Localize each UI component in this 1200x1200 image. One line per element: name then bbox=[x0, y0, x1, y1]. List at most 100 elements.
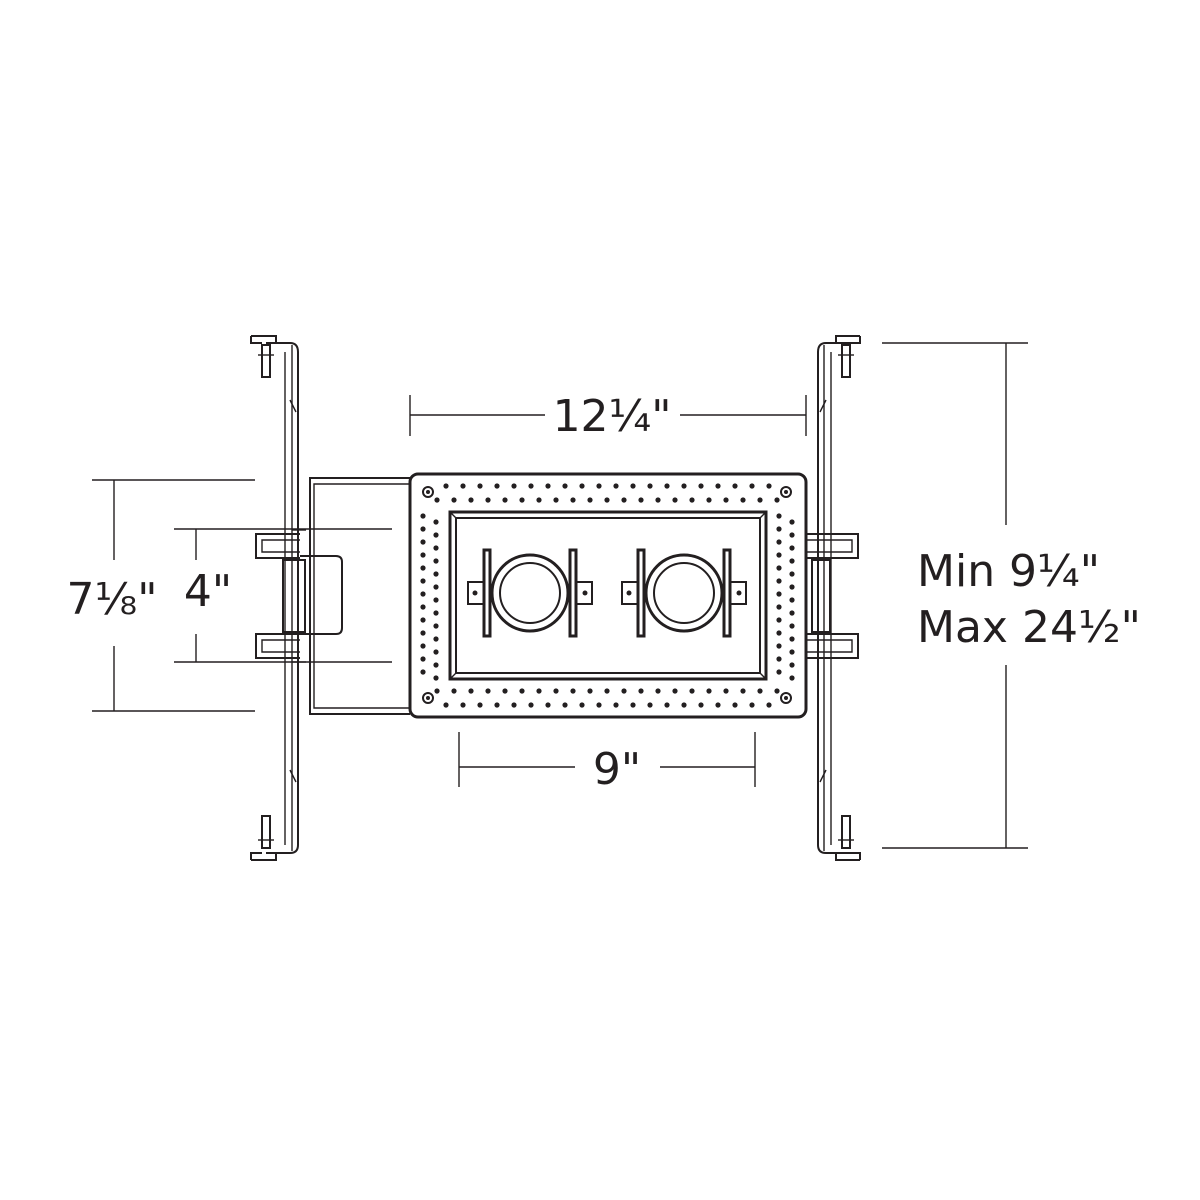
perforation-dot bbox=[647, 702, 653, 708]
perforation-dot bbox=[460, 483, 466, 489]
perforation-dot bbox=[655, 688, 661, 694]
right-top-clip-icon bbox=[835, 335, 861, 378]
inner-height-label: 4" bbox=[184, 566, 232, 617]
perforation-dot bbox=[494, 702, 500, 708]
lamp-module-right bbox=[621, 548, 747, 638]
right-spring-clip bbox=[811, 559, 831, 633]
perforation-dot bbox=[740, 688, 746, 694]
left-top-clip-icon bbox=[250, 335, 277, 378]
perforation-dot bbox=[789, 519, 795, 525]
perforation-dot bbox=[774, 497, 780, 503]
perforation-dot bbox=[420, 552, 426, 558]
perforation-dot bbox=[477, 483, 483, 489]
perforation-dot bbox=[587, 497, 593, 503]
perforation-dot bbox=[613, 702, 619, 708]
perforation-dot bbox=[689, 688, 695, 694]
perforation-dot bbox=[789, 662, 795, 668]
perforation-dot bbox=[420, 643, 426, 649]
left-hanger-bar bbox=[266, 342, 299, 854]
perforation-dot bbox=[638, 688, 644, 694]
perforation-dot bbox=[776, 604, 782, 610]
right-lower-bracket bbox=[806, 633, 859, 659]
perforation-dot bbox=[579, 702, 585, 708]
perforation-dot bbox=[468, 688, 474, 694]
perforation-dot bbox=[740, 497, 746, 503]
perforation-dot bbox=[672, 497, 678, 503]
perforation-dot bbox=[689, 497, 695, 503]
perforation-dot bbox=[715, 483, 721, 489]
perforation-dot bbox=[528, 702, 534, 708]
perforation-dot bbox=[776, 591, 782, 597]
perforation-dot bbox=[519, 688, 525, 694]
perforation-dot bbox=[776, 643, 782, 649]
right-upper-bracket bbox=[806, 533, 859, 559]
perforation-dot bbox=[698, 483, 704, 489]
left-upper-bracket bbox=[255, 529, 306, 559]
perforation-dot bbox=[433, 610, 439, 616]
outer-height-label: 7⅛" bbox=[67, 574, 158, 625]
right-bottom-clip-icon bbox=[835, 815, 861, 861]
inner-width-dimension: 9" bbox=[458, 732, 756, 795]
perforation-dot bbox=[621, 688, 627, 694]
perforation-dot bbox=[511, 483, 517, 489]
perforation-dot bbox=[757, 497, 763, 503]
perforation-dot bbox=[664, 483, 670, 489]
lamp-module-left bbox=[467, 548, 593, 638]
perforation-dot bbox=[789, 636, 795, 642]
perforation-dot bbox=[776, 617, 782, 623]
perforation-dot bbox=[789, 584, 795, 590]
width-dimension: 12¼" bbox=[409, 391, 807, 442]
perforation-dot bbox=[789, 532, 795, 538]
perforation-dot bbox=[502, 688, 508, 694]
perforation-dot bbox=[433, 545, 439, 551]
perforation-dot bbox=[776, 630, 782, 636]
perforation-dot bbox=[433, 649, 439, 655]
inner-height-dimension: 4" bbox=[174, 528, 392, 663]
perforation-dot bbox=[443, 483, 449, 489]
perforation-dot bbox=[613, 483, 619, 489]
perforation-dot bbox=[485, 688, 491, 694]
perforation-dots bbox=[420, 483, 795, 708]
perforation-dot bbox=[433, 558, 439, 564]
perforation-dot bbox=[536, 688, 542, 694]
perforation-dot bbox=[776, 565, 782, 571]
perforation-dot bbox=[604, 688, 610, 694]
perforation-dot bbox=[604, 497, 610, 503]
perforation-dot bbox=[511, 702, 517, 708]
perforation-dot bbox=[433, 636, 439, 642]
perforation-dot bbox=[451, 497, 457, 503]
corner-screws bbox=[422, 486, 792, 704]
perforation-dot bbox=[433, 597, 439, 603]
perforation-dot bbox=[672, 688, 678, 694]
right-hanger-bar bbox=[817, 342, 850, 854]
perforation-dot bbox=[789, 545, 795, 551]
perforation-dot bbox=[630, 483, 636, 489]
inner-width-label: 9" bbox=[593, 744, 641, 795]
perforation-dot bbox=[789, 610, 795, 616]
perforation-dot bbox=[789, 571, 795, 577]
perforation-dot bbox=[477, 702, 483, 708]
perforation-dot bbox=[789, 558, 795, 564]
perforation-dot bbox=[545, 702, 551, 708]
perforation-dot bbox=[621, 497, 627, 503]
perforation-dot bbox=[579, 483, 585, 489]
perforation-dot bbox=[723, 497, 729, 503]
perforation-dot bbox=[766, 702, 772, 708]
perforation-dot bbox=[630, 702, 636, 708]
perforation-dot bbox=[420, 617, 426, 623]
perforation-dot bbox=[664, 702, 670, 708]
perforation-dot bbox=[681, 702, 687, 708]
perforation-dot bbox=[433, 662, 439, 668]
joist-min-label: Min 9¼" bbox=[917, 546, 1100, 597]
perforation-dot bbox=[433, 519, 439, 525]
perforation-dot bbox=[420, 630, 426, 636]
perforation-dot bbox=[451, 688, 457, 694]
perforation-dot bbox=[528, 483, 534, 489]
perforation-dot bbox=[776, 513, 782, 519]
perforation-dot bbox=[433, 675, 439, 681]
perforation-dot bbox=[732, 483, 738, 489]
aperture-frame bbox=[448, 510, 768, 681]
perforation-dot bbox=[434, 497, 440, 503]
perforation-dot bbox=[502, 497, 508, 503]
